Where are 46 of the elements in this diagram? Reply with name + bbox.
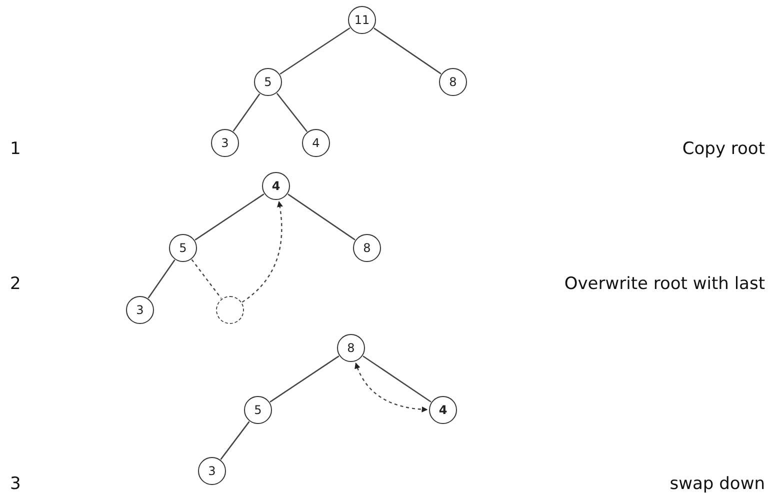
tree-edge <box>276 93 308 132</box>
tree-node <box>211 129 239 157</box>
node-value: 5 <box>254 404 262 416</box>
tree-node <box>169 234 197 262</box>
tree-node <box>244 396 272 424</box>
node-value: 8 <box>347 342 355 354</box>
arrow <box>354 362 428 412</box>
tree-edge <box>148 260 176 298</box>
node-value: 5 <box>179 242 187 254</box>
tree-node <box>126 296 154 324</box>
tree-node <box>337 334 365 362</box>
step-caption: swap down <box>670 476 765 493</box>
step-number: 1 <box>10 141 21 158</box>
tree-edge <box>270 356 340 402</box>
tree-node <box>429 396 457 424</box>
tree-node <box>302 129 330 157</box>
node-value: 4 <box>312 137 320 149</box>
node-value: 4 <box>438 404 448 416</box>
tree-edge <box>194 194 264 240</box>
tree-edge <box>232 93 260 132</box>
node-value: 8 <box>363 242 371 254</box>
node-value: 3 <box>221 137 229 149</box>
node-value: 11 <box>354 14 370 26</box>
node-value: 3 <box>208 465 216 477</box>
tree-node <box>348 6 376 34</box>
node-value: 3 <box>136 304 144 316</box>
tree-edge <box>191 259 222 299</box>
node-value: 4 <box>272 180 280 192</box>
node-value: 8 <box>449 76 457 88</box>
tree-node <box>254 68 282 96</box>
tree-node <box>439 68 467 96</box>
tree-edge <box>288 194 356 240</box>
step-caption: Overwrite root with last <box>564 276 765 293</box>
step-caption: Copy root <box>682 141 765 158</box>
tree-edge <box>374 28 442 74</box>
tree-edge <box>280 27 350 75</box>
tree-node <box>262 172 290 200</box>
tree-node <box>198 457 226 485</box>
tree-edge <box>362 356 432 402</box>
arrow <box>242 200 283 303</box>
step-number: 3 <box>10 476 21 493</box>
node-value: 5 <box>264 76 272 88</box>
tree-edge <box>220 421 250 460</box>
step-number: 2 <box>10 276 21 293</box>
empty-slot <box>216 296 244 324</box>
tree-node <box>353 234 381 262</box>
